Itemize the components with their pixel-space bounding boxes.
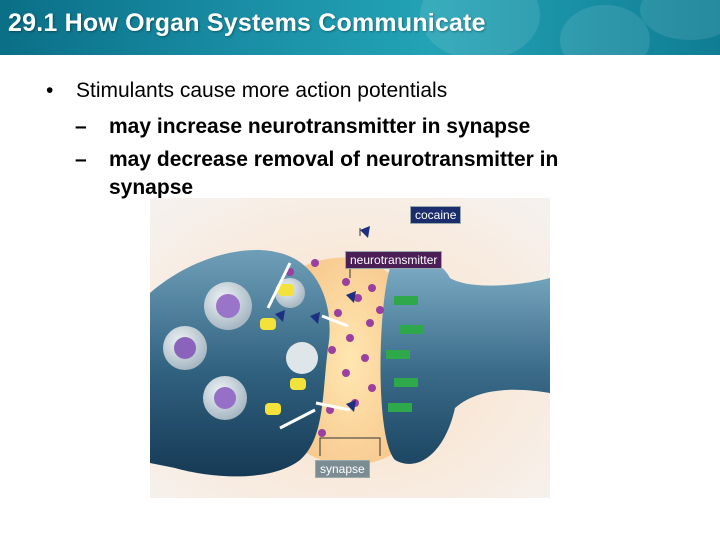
sub-bullet-marker: – xyxy=(75,148,87,171)
sub-bullet-marker: – xyxy=(75,115,87,138)
synapse-illustration: cocaine neurotransmitter synapse xyxy=(150,198,550,498)
postsynaptic-terminal xyxy=(380,259,550,464)
flow-arrows xyxy=(266,262,351,430)
sub-bullet-continuation: synapse xyxy=(109,176,194,199)
cocaine-molecules xyxy=(275,226,370,412)
slide-title: 29.1 How Organ Systems Communicate xyxy=(8,9,486,37)
reuptake-transporters xyxy=(260,284,306,415)
receptors xyxy=(386,296,424,412)
header-texture xyxy=(640,0,720,40)
neurotransmitter-label: neurotransmitter xyxy=(345,251,443,269)
bullet-marker: • xyxy=(46,79,54,102)
synapse-diagram xyxy=(150,198,550,498)
slide-header-bar: 29.1 How Organ Systems Communicate xyxy=(0,0,720,55)
sub-bullet-text: may decrease removal of neurotransmitter… xyxy=(109,148,559,171)
header-texture xyxy=(560,5,650,55)
sub-bullet-text: may increase neurotransmitter in synapse xyxy=(109,115,531,138)
bullet-text: Stimulants cause more action potentials xyxy=(76,79,448,102)
cocaine-label: cocaine xyxy=(410,206,462,224)
header-texture xyxy=(420,0,540,55)
synapse-label: synapse xyxy=(315,460,370,478)
